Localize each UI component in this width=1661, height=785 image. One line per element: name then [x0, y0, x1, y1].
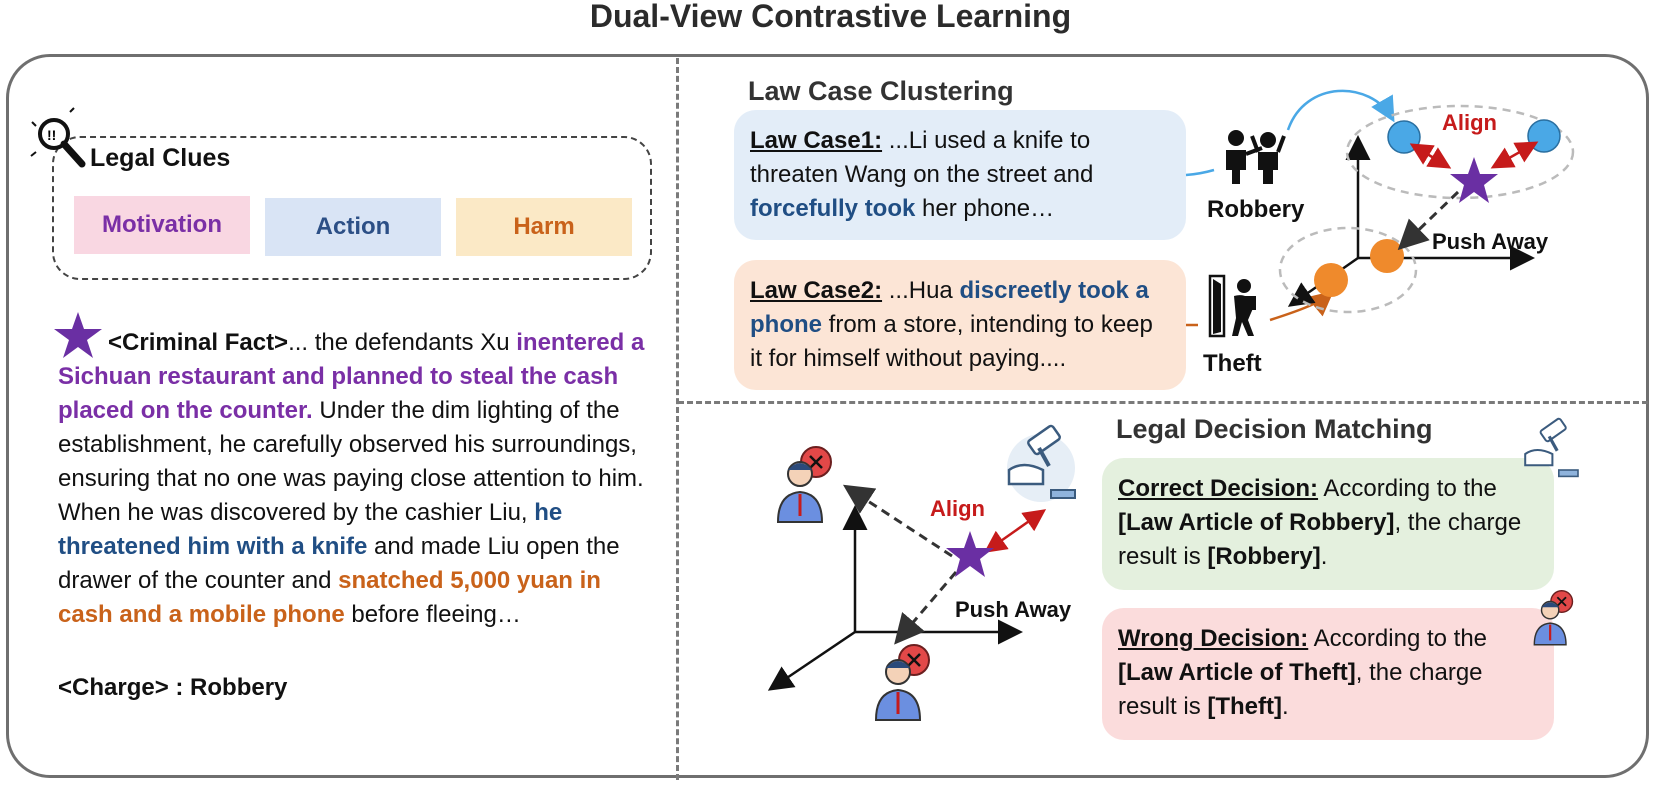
case2-highlight: discreetly took a phone [750, 277, 1149, 338]
criminal-fact-text: <Criminal Fact>... the defendants Xu ine… [58, 326, 658, 632]
theft-node-1 [1314, 263, 1348, 297]
wrong-decision-card: Wrong Decision: According to the [Law Ar… [1102, 608, 1554, 740]
robbery-cluster [1345, 104, 1575, 200]
case1-text: ...Li used a knife to threaten Wang on t… [750, 127, 1094, 188]
push-away-arrow-top [1397, 190, 1460, 251]
case1-connector [1185, 168, 1215, 177]
harm-text: snatched 5,000 yuan in cash and a mobile… [58, 567, 601, 628]
robbery-node-2 [1527, 119, 1561, 153]
case1-label: Law Case1: [750, 127, 883, 154]
star-node-top [1450, 157, 1498, 203]
gavel-icon [1524, 417, 1579, 478]
law-case-clustering-title: Law Case Clustering [748, 76, 1014, 106]
case1-highlight: forcefully took [750, 195, 916, 222]
robbery-people-icon [1226, 130, 1286, 184]
push-away-arrow-down [894, 571, 958, 645]
correct-label: Correct Decision: [1118, 475, 1319, 502]
legal-clues-box [52, 136, 652, 280]
wrong-label: Wrong Decision: [1118, 625, 1309, 652]
correct-text: , the charge result is [1118, 509, 1522, 570]
push-away-label-bottom: Push Away [955, 597, 1072, 622]
vertical-divider [676, 58, 679, 780]
align-label-top: Align [1442, 110, 1497, 135]
wrong-text: , the charge result is [1118, 659, 1483, 720]
charge-line: <Charge> : Robbery [58, 674, 288, 701]
harm-chip: Harm [456, 198, 632, 256]
motivation-text: inentered a Sichuan restaurant and plann… [58, 329, 645, 424]
action-text: he threatened him with a knife [58, 499, 563, 560]
theft-label: Theft [1203, 350, 1262, 377]
rejected-person-icon [776, 446, 832, 523]
legal-decision-matching-title: Legal Decision Matching [1116, 414, 1433, 444]
magnifier-icon: !! [30, 107, 86, 168]
motivation-chip: Motivation [74, 196, 250, 254]
case2-text: ...Hua [882, 277, 960, 304]
criminal-fact-tag: <Criminal Fact> [108, 329, 289, 356]
law-case1-card: Law Case1: ...Li used a knife to threate… [734, 110, 1186, 240]
theft-arrow [1269, 290, 1334, 322]
case1-text: her phone… [915, 195, 1055, 222]
theft-person-icon [1208, 274, 1256, 338]
outer-frame [6, 54, 1649, 778]
rejected-person-icon [874, 644, 930, 721]
robbery-label: Robbery [1207, 196, 1305, 223]
fact-part: ... the defendants Xu [288, 329, 517, 356]
wrong-article: [Law Article of Theft] [1118, 659, 1356, 686]
wrong-result: [Theft] [1207, 693, 1282, 720]
legal-clues-title: Legal Clues [90, 144, 231, 172]
fact-part: before fleeing… [344, 601, 521, 628]
axis-z-bottom [767, 630, 856, 691]
fact-part: and made Liu open the drawer of the coun… [58, 533, 620, 594]
push-away-arrow-upleft [842, 484, 953, 558]
case2-text: from a store, intending to keep it for h… [750, 311, 1153, 372]
correct-text: . [1320, 543, 1328, 570]
correct-decision-card: Correct Decision: According to the [Law … [1102, 458, 1554, 590]
action-chip: Action [265, 198, 441, 256]
robbery-node-1 [1387, 120, 1421, 154]
align-arrow-bottom [983, 509, 1047, 553]
law-case2-card: Law Case2: ...Hua discreetly took a phon… [734, 260, 1186, 390]
wrong-text: According to the [1308, 625, 1488, 652]
star-icon [54, 312, 102, 358]
align-label-bottom: Align [930, 496, 985, 521]
star-node-bottom [946, 531, 994, 577]
align-arrow-2 [1490, 141, 1539, 169]
svg-text:!!: !! [47, 127, 56, 143]
correct-result: [Robbery] [1207, 543, 1321, 570]
horizontal-divider [678, 401, 1648, 404]
rejected-person-icon [1533, 590, 1574, 646]
theft-node-2 [1370, 239, 1404, 273]
diagram-title: Dual-View Contrastive Learning [589, 0, 1072, 34]
fact-part: Under the dim lighting of the establishm… [58, 397, 644, 526]
wrong-text: . [1282, 693, 1289, 720]
align-arrow-1 [1409, 143, 1452, 169]
case2-label: Law Case2: [750, 277, 883, 304]
robbery-arrow [1286, 89, 1395, 131]
correct-article: [Law Article of Robbery] [1118, 509, 1395, 536]
theft-cluster [1278, 226, 1418, 314]
correct-text: According to the [1318, 475, 1497, 502]
gavel-icon [1007, 424, 1076, 502]
